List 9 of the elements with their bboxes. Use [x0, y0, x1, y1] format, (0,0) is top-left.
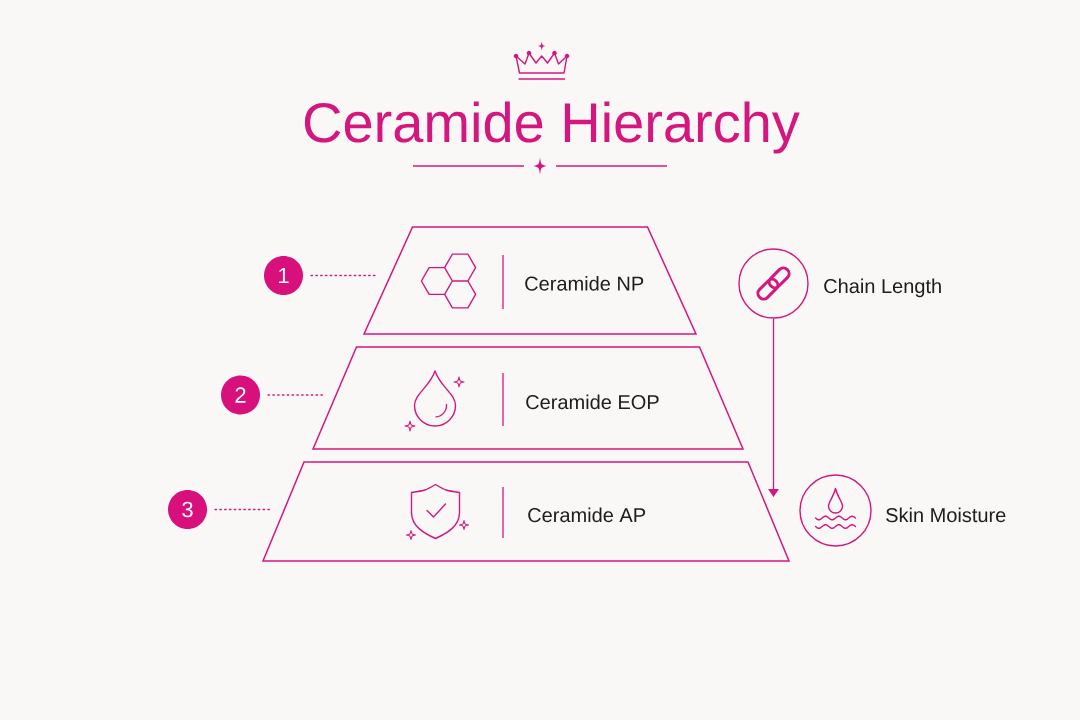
leader-line: [267, 394, 325, 396]
number-badge: 1: [264, 256, 303, 295]
leader-line: [310, 274, 379, 277]
number-badge: 3: [168, 490, 207, 529]
side-label: Skin Moisture: [886, 507, 1006, 523]
arrow: [768, 318, 779, 497]
number-badge: 2: [221, 375, 260, 415]
side-label: Chain Length: [824, 278, 941, 298]
title: Ceramide Hierarchy: [304, 101, 800, 154]
